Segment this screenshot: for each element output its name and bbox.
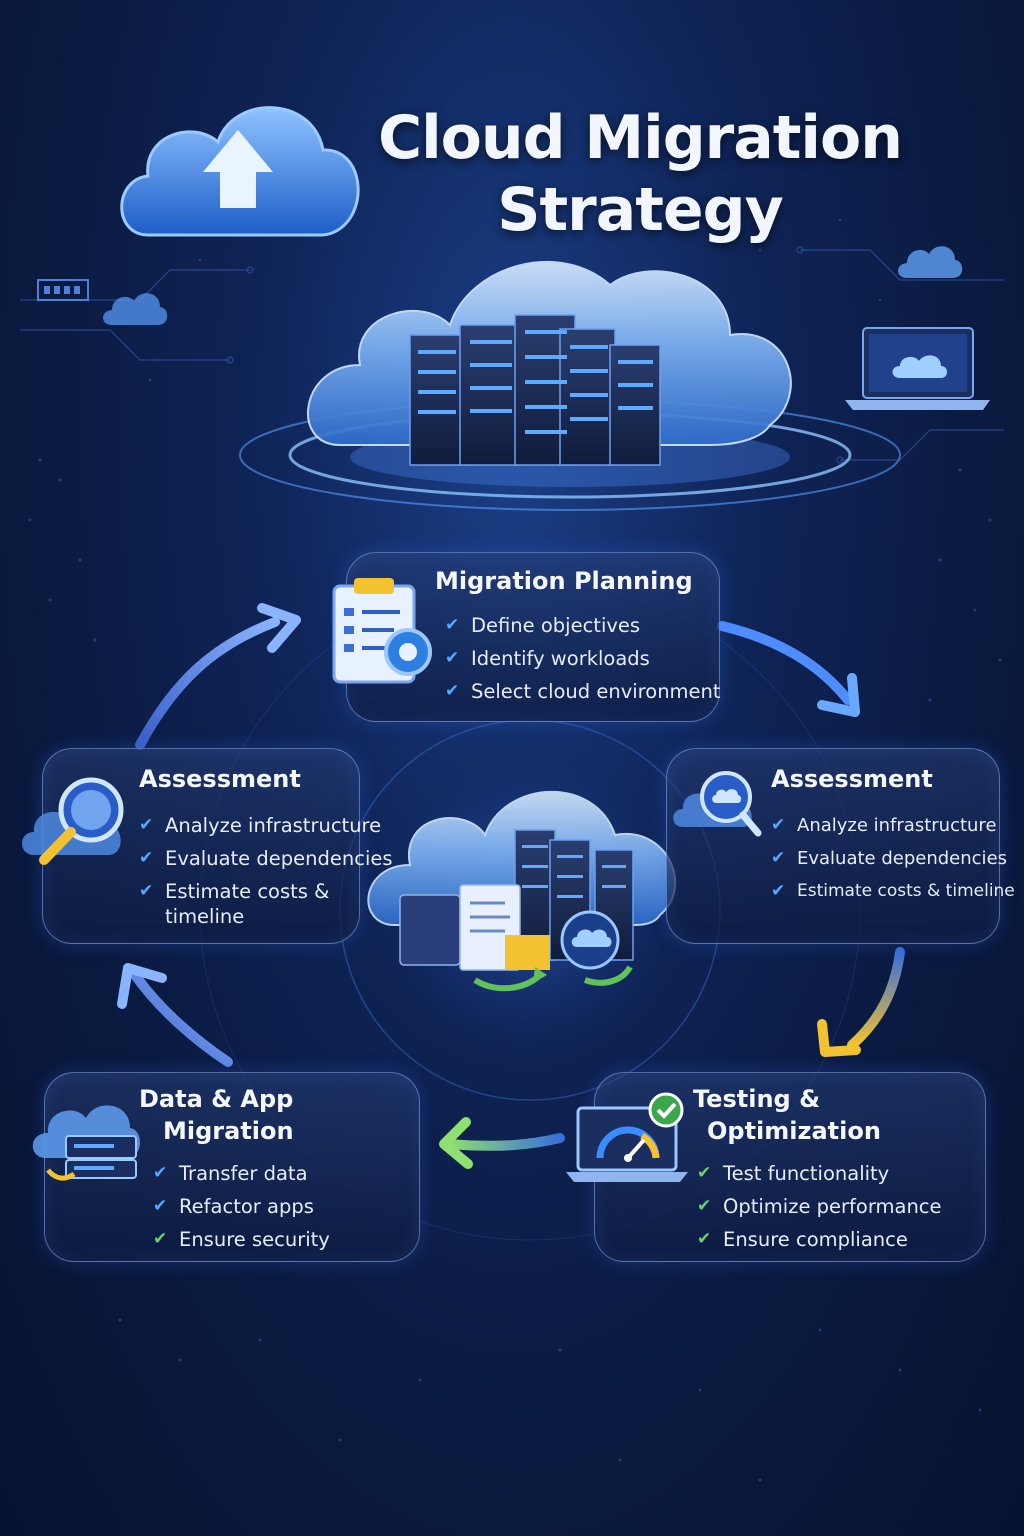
check-icon: ✔ <box>153 1196 168 1216</box>
list-item: ✔Ensure security <box>153 1228 330 1251</box>
stage-title-line-2: Migration <box>163 1117 294 1145</box>
list-item: ✔Ensure compliance <box>697 1228 908 1251</box>
list-item: ✔Estimate costs & timeline <box>139 880 330 928</box>
stage-items: ✔Analyze infrastructure ✔Evaluate depend… <box>139 813 393 937</box>
title-line-2: Strategy <box>497 175 783 245</box>
check-icon: ✔ <box>445 648 460 668</box>
arrow-to-testing <box>817 1019 861 1057</box>
page-title: Cloud Migration Strategy <box>330 102 950 246</box>
check-icon: ✔ <box>153 1163 168 1183</box>
list-item: ✔Optimize performance <box>697 1195 942 1218</box>
arrow-to-assessment-right <box>817 673 860 717</box>
laptop-gauge-icon <box>566 1092 688 1182</box>
check-icon: ✔ <box>771 881 786 901</box>
stage-card-planning: Migration Planning ✔Define objectives ✔I… <box>346 552 721 722</box>
list-item: ✔Refactor apps <box>153 1195 314 1218</box>
stage-items: ✔Test functionality ✔Optimize performanc… <box>697 1161 942 1260</box>
stage-title: Assessment <box>771 765 933 793</box>
chip-icon <box>37 279 89 301</box>
list-item: ✔Transfer data <box>153 1162 308 1185</box>
list-item: ✔Estimate costs & timeline <box>771 879 1015 904</box>
check-icon: ✔ <box>697 1229 712 1249</box>
stage-title-line-1: Testing & <box>693 1085 820 1113</box>
list-item: ✔Analyze infrastructure <box>771 815 997 836</box>
check-icon: ✔ <box>445 615 460 635</box>
list-item: ✔Define objectives <box>445 614 641 637</box>
list-item: ✔Identify workloads <box>445 647 650 670</box>
check-icon: ✔ <box>697 1196 712 1216</box>
stage-title: Assessment <box>139 765 301 793</box>
check-icon: ✔ <box>139 881 154 901</box>
title-line-1: Cloud Migration <box>378 103 903 173</box>
migration-center-illustration <box>367 790 677 992</box>
server-racks <box>409 314 661 466</box>
clipboard-gear-icon <box>332 578 432 684</box>
cloud-datacenter-illustration <box>239 261 901 511</box>
stage-card-data-migration: Data & App Migration ✔Transfer data ✔Ref… <box>44 1072 420 1262</box>
laptop-cloud-icon <box>845 327 990 410</box>
check-icon: ✔ <box>771 815 786 835</box>
list-item: ✔Test functionality <box>697 1162 890 1185</box>
check-icon: ✔ <box>697 1163 712 1183</box>
arrow-to-data-migration <box>439 1117 473 1169</box>
stage-items: ✔Analyze infrastructure ✔Evaluate depend… <box>771 813 1015 912</box>
small-cloud-icon <box>898 246 963 278</box>
list-item: ✔Evaluate dependencies <box>139 847 393 870</box>
arrow-to-planning <box>257 603 301 653</box>
cloud-upload-icon <box>120 106 360 237</box>
list-item: ✔Select cloud environment <box>445 680 721 703</box>
check-icon: ✔ <box>139 848 154 868</box>
list-item: ✔Analyze infrastructure <box>139 814 382 837</box>
stage-title: Migration Planning <box>435 567 693 595</box>
stage-title-line-2: Optimization <box>707 1117 881 1145</box>
check-icon: ✔ <box>153 1229 168 1249</box>
list-item: ✔Evaluate dependencies <box>771 848 1008 869</box>
magnifier-cloud-icon <box>22 777 124 865</box>
magnifier-cloud-icon <box>673 771 762 837</box>
stage-title-line-1: Data & App <box>139 1085 294 1113</box>
cloud-server-icon <box>32 1105 141 1181</box>
stage-card-testing: Testing & Optimization ✔Test functionali… <box>594 1072 986 1262</box>
check-icon: ✔ <box>445 681 460 701</box>
check-icon: ✔ <box>139 815 154 835</box>
stage-items: ✔Transfer data ✔Refactor apps ✔Ensure se… <box>153 1161 330 1260</box>
arrow-to-assessment-left <box>117 963 167 1009</box>
check-icon: ✔ <box>771 848 786 868</box>
stage-items: ✔Define objectives ✔Identify workloads ✔… <box>445 613 721 712</box>
small-cloud-icon <box>103 293 168 325</box>
